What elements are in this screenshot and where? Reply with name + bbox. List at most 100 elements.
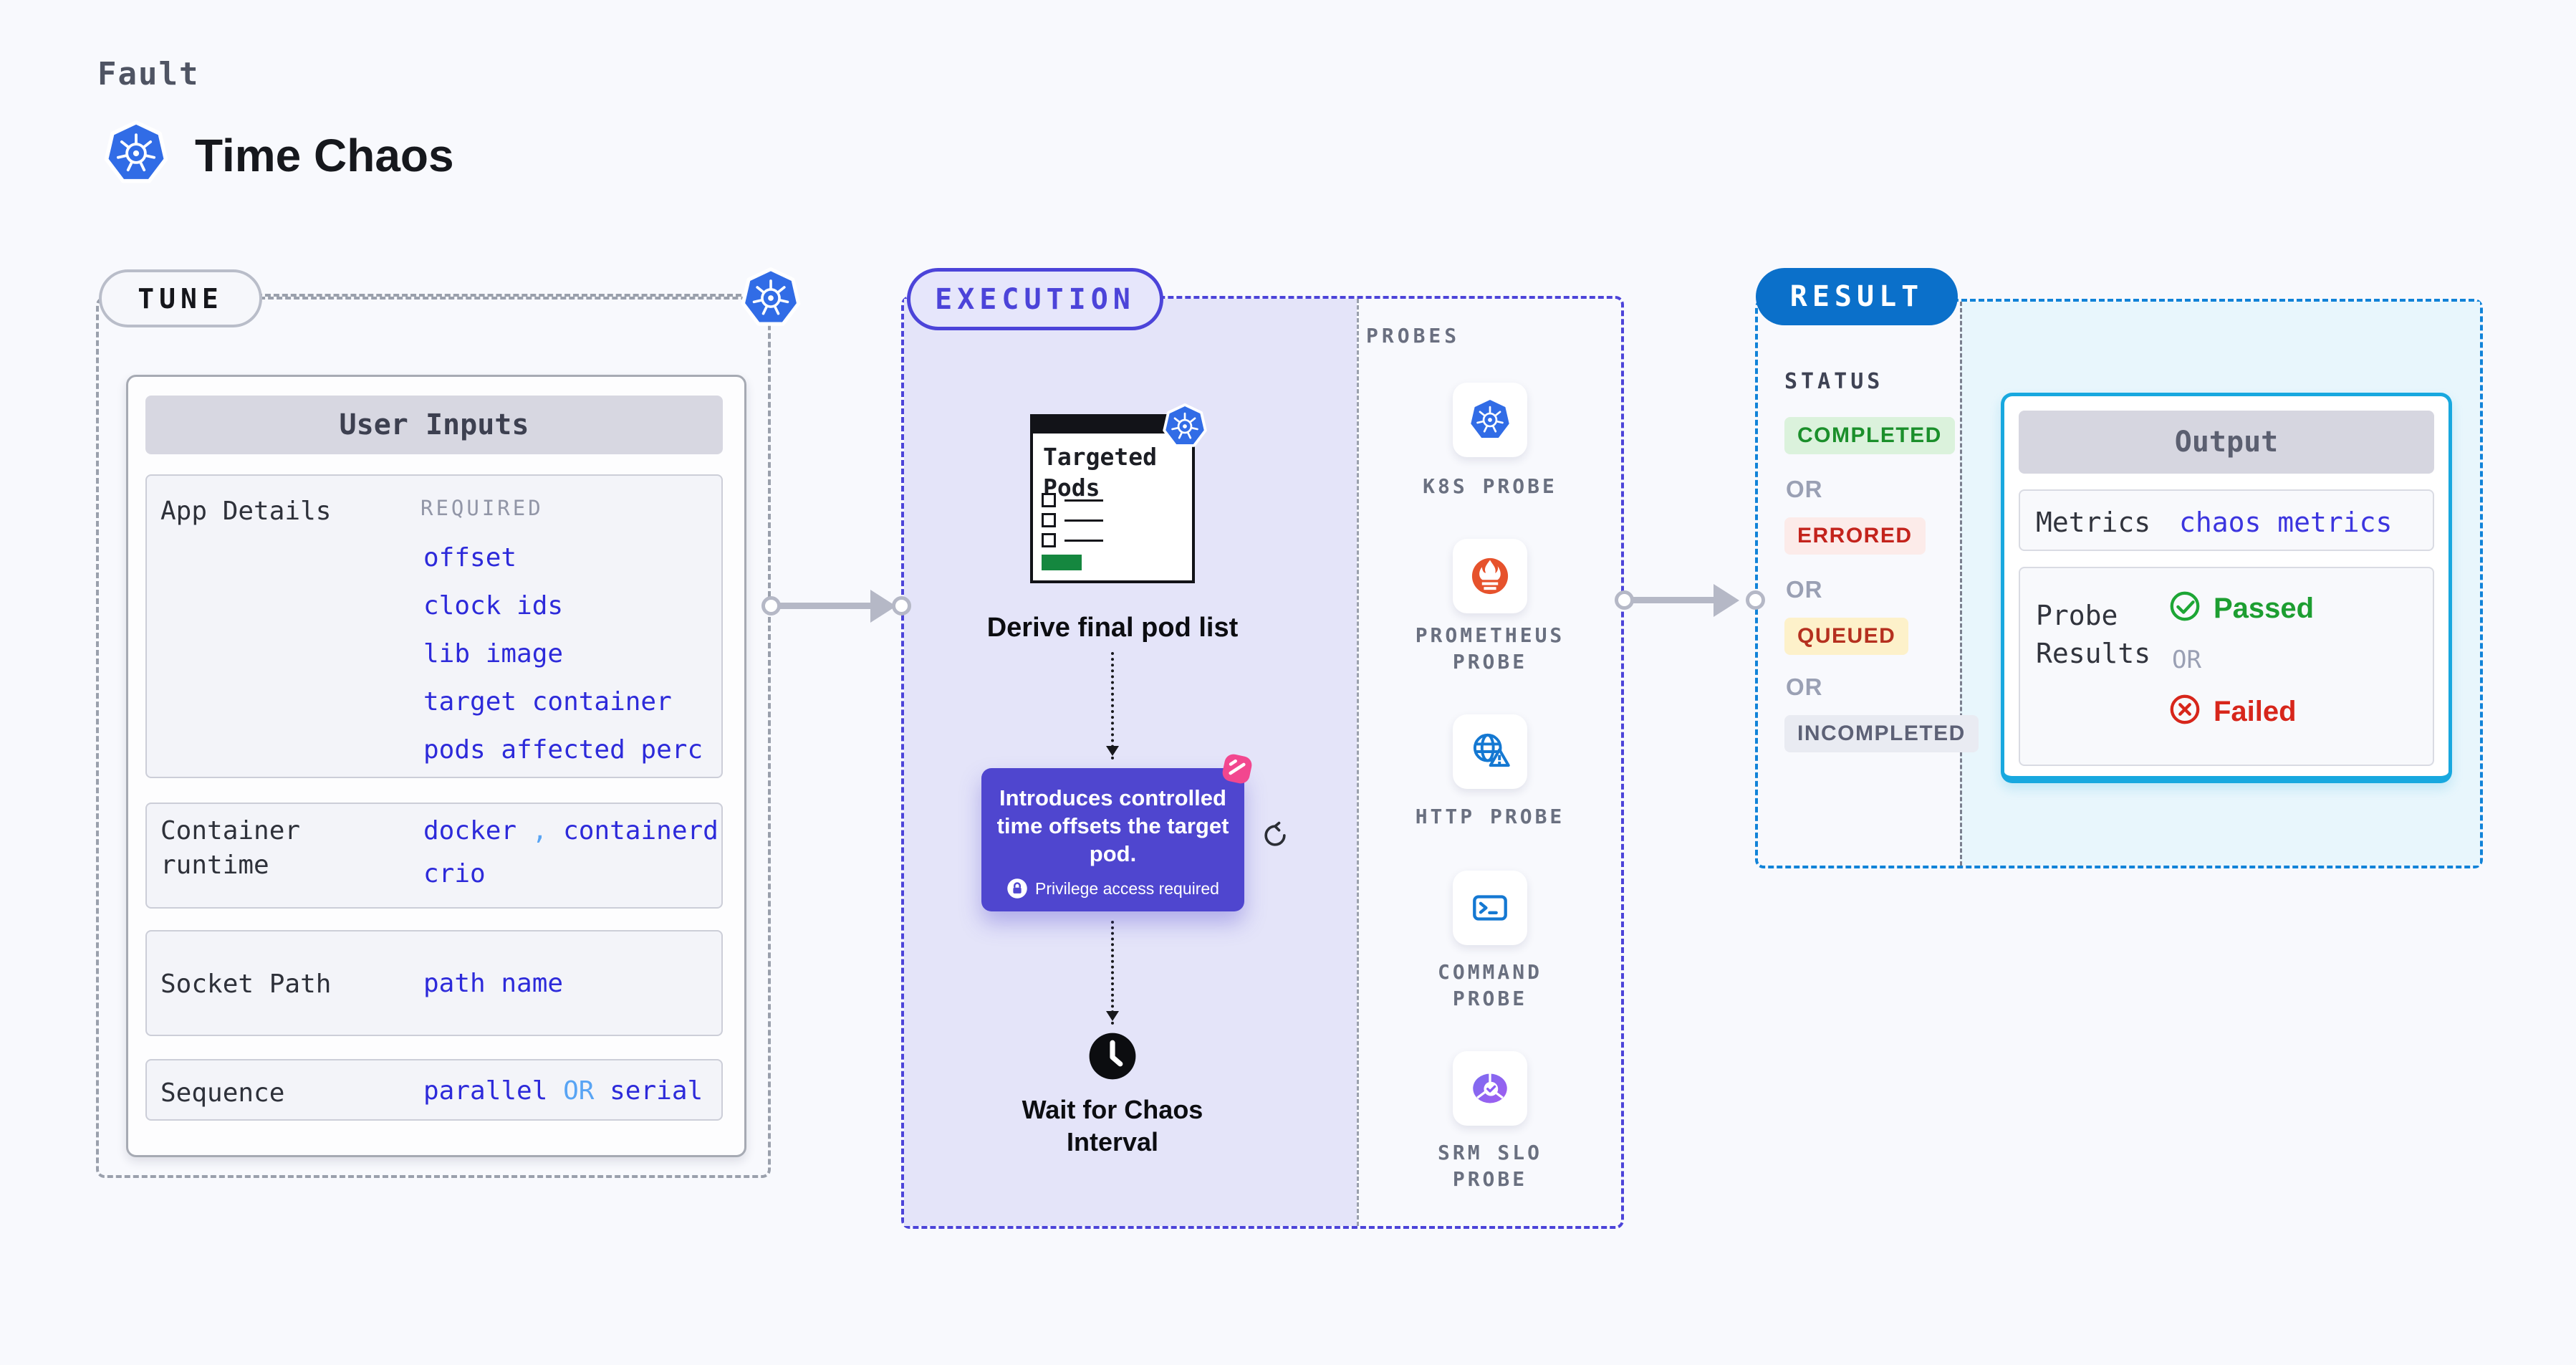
- connector-node: [1746, 590, 1765, 610]
- result-pill: RESULT: [1756, 268, 1958, 325]
- progress-bar: [1042, 555, 1082, 570]
- tune-to-execution-arrow-line: [775, 603, 870, 609]
- pod-line: [1064, 540, 1103, 542]
- connector-node: [761, 596, 781, 616]
- probe-card-prometheus: [1453, 539, 1527, 613]
- passed-label: Passed: [2214, 593, 2315, 624]
- output-card-header: Output: [2019, 411, 2434, 474]
- kubernetes-icon: [1467, 397, 1513, 443]
- metrics-row: Metrics chaos metrics: [2019, 489, 2434, 551]
- loop-icon: [1259, 820, 1291, 851]
- status-or: OR: [1786, 576, 1823, 603]
- sequence-row: Sequence parallel OR serial: [145, 1059, 723, 1121]
- kubernetes-icon: [103, 120, 169, 186]
- value-separator: ,: [532, 816, 548, 846]
- status-or: OR: [1786, 674, 1823, 700]
- status-title: STATUS: [1784, 369, 1884, 394]
- fault-description-callout: Introduces controlled time offsets the t…: [981, 768, 1244, 911]
- link-target-container[interactable]: target container: [423, 687, 672, 717]
- pod-checkbox: [1042, 513, 1056, 527]
- link-crio[interactable]: crio: [423, 859, 486, 889]
- prometheus-icon: [1466, 552, 1514, 600]
- status-badge-completed: COMPLETED: [1784, 417, 1955, 454]
- required-tag: REQUIRED: [420, 496, 544, 520]
- pod-line: [1064, 499, 1103, 502]
- probes-title: PROBES: [1366, 324, 1461, 348]
- probe-card-srm-slo: [1453, 1051, 1527, 1126]
- result-pill-label: RESULT: [1789, 280, 1924, 313]
- flow-arrow-down: [1106, 652, 1119, 760]
- link-parallel[interactable]: parallel: [423, 1076, 548, 1106]
- privilege-badge: Privilege access required: [981, 878, 1244, 899]
- check-circle-icon: [2168, 590, 2201, 623]
- probes-to-result-arrow-line: [1628, 597, 1714, 603]
- probe-label-srm-slo: SRM SLO PROBE: [1437, 1141, 1542, 1191]
- pod-line: [1064, 519, 1103, 522]
- probe-label-prometheus: PROMETHEUS PROBE: [1415, 623, 1565, 674]
- x-circle-icon: [2168, 693, 2201, 726]
- probe-label-http: HTTP PROBE: [1415, 805, 1565, 828]
- probe-card-http: [1453, 714, 1527, 789]
- kubernetes-icon: [1162, 403, 1208, 449]
- link-pods-affected-perc[interactable]: pods affected perc: [423, 735, 703, 765]
- socket-path-label: Socket Path: [160, 969, 332, 999]
- probe-card-command: [1453, 871, 1527, 945]
- terminal-icon: [1468, 886, 1512, 930]
- socket-path-row: Socket Path path name: [145, 930, 723, 1036]
- pod-checkbox: [1042, 533, 1056, 547]
- link-clock-ids[interactable]: clock ids: [423, 591, 564, 621]
- probe-label-k8s: K8S PROBE: [1423, 474, 1557, 498]
- probe-results-label: Probe Results: [2036, 600, 2151, 669]
- targeted-pods-card: Targeted Pods: [1030, 414, 1195, 583]
- callout-text: Introduces controlled time offsets the t…: [996, 785, 1229, 866]
- output-or: OR: [2172, 646, 2201, 674]
- status-output-divider: [1960, 302, 1962, 866]
- link-serial[interactable]: serial: [610, 1076, 703, 1106]
- sequence-label: Sequence: [160, 1078, 285, 1108]
- status-or: OR: [1786, 476, 1823, 502]
- probe-card-k8s: [1453, 383, 1527, 457]
- failed-label: Failed: [2214, 696, 2297, 727]
- status-badge-errored: ERRORED: [1784, 517, 1926, 555]
- status-badge-incompleted: INCOMPLETED: [1784, 715, 1979, 752]
- link-path-name[interactable]: path name: [423, 969, 564, 998]
- fault-kicker: Fault: [97, 56, 200, 92]
- link-lib-image[interactable]: lib image: [423, 639, 564, 669]
- container-runtime-row: Container runtime docker , containerd cr…: [145, 803, 723, 909]
- kubernetes-icon: [740, 267, 802, 329]
- slo-pie-icon: [1466, 1065, 1514, 1112]
- user-inputs-title: User Inputs: [339, 408, 529, 441]
- chaos-logo-icon: [1218, 749, 1256, 788]
- privilege-badge-label: Privilege access required: [1035, 878, 1219, 898]
- tune-k8s-connector: [256, 294, 741, 297]
- wait-chaos-interval-caption: Wait for Chaos Interval: [1022, 1095, 1203, 1156]
- app-details-row: App Details REQUIRED offset clock ids li…: [145, 474, 723, 778]
- app-details-label: App Details: [160, 497, 332, 526]
- user-inputs-header: User Inputs: [145, 396, 723, 454]
- connector-node: [892, 596, 911, 616]
- container-runtime-label: Container runtime: [160, 816, 301, 880]
- pod-checkbox: [1042, 493, 1056, 507]
- execution-pill: EXECUTION: [907, 268, 1163, 330]
- connector-node: [1615, 590, 1634, 610]
- link-docker[interactable]: docker: [423, 816, 517, 846]
- clock-icon: [1087, 1030, 1138, 1082]
- probe-results-row: Probe Results Passed OR Failed: [2019, 567, 2434, 766]
- metrics-label: Metrics: [2036, 507, 2151, 538]
- sequence-values: parallel OR serial: [423, 1076, 703, 1106]
- tune-section-box: [96, 297, 771, 1178]
- container-runtime-values: docker , containerd crio: [423, 814, 719, 891]
- link-offset[interactable]: offset: [423, 543, 517, 573]
- flow-arrow-down: [1106, 921, 1119, 1025]
- sequence-or: OR: [563, 1076, 595, 1106]
- tune-pill: TUNE: [99, 269, 262, 327]
- execution-pill-label: EXECUTION: [935, 282, 1135, 316]
- page-title: Time Chaos: [195, 130, 454, 181]
- derive-pod-list-caption: Derive final pod list: [986, 613, 1239, 643]
- probe-label-command: COMMAND PROBE: [1437, 960, 1542, 1010]
- link-containerd[interactable]: containerd: [563, 816, 719, 846]
- targeted-pods-title: Targeted Pods: [1043, 443, 1157, 502]
- link-chaos-metrics[interactable]: chaos metrics: [2179, 507, 2393, 538]
- status-badge-queued: QUEUED: [1784, 618, 1909, 655]
